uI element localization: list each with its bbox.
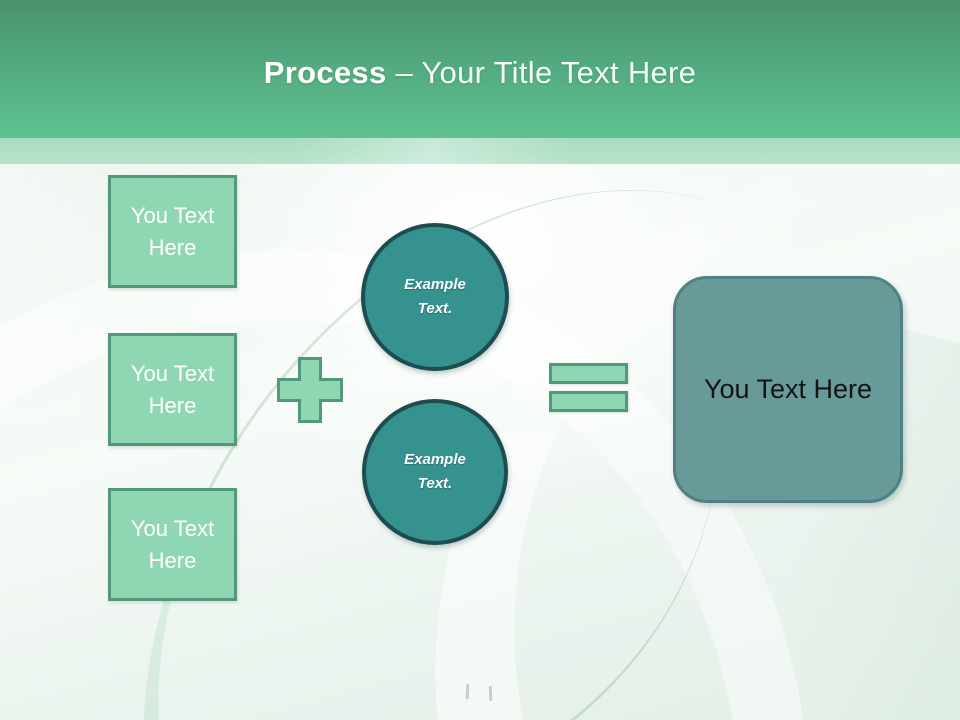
plus-icon [277,357,343,423]
input-box-2: You Text Here [108,333,237,446]
input-box-label: You Text Here [130,202,215,260]
result-box: You Text Here [673,276,903,503]
equals-icon [549,363,628,413]
background-tick-mark [488,685,493,702]
slide-title-bold: Process [263,55,387,90]
slide-title-rest: – Your Title Text Here [395,55,697,90]
input-box-3: You Text Here [108,488,237,601]
equals-bar-bottom [549,391,628,412]
input-box-label: You Text Here [130,360,215,418]
example-circle-label: Example Text. [404,451,466,492]
slide-header: Process– Your Title Text Here [0,0,960,138]
slide-title: Process– Your Title Text Here [264,47,696,91]
input-box-1: You Text Here [108,175,237,288]
result-box-label: You Text Here [703,374,873,404]
equals-bar-top [549,363,628,384]
input-box-label: You Text Here [130,515,215,573]
example-circle-2: Example Text. [362,399,508,545]
example-circle-label: Example Text. [404,276,466,317]
background-tick-mark [465,683,470,700]
example-circle-1: Example Text. [361,223,509,371]
header-accent-band [0,138,960,164]
